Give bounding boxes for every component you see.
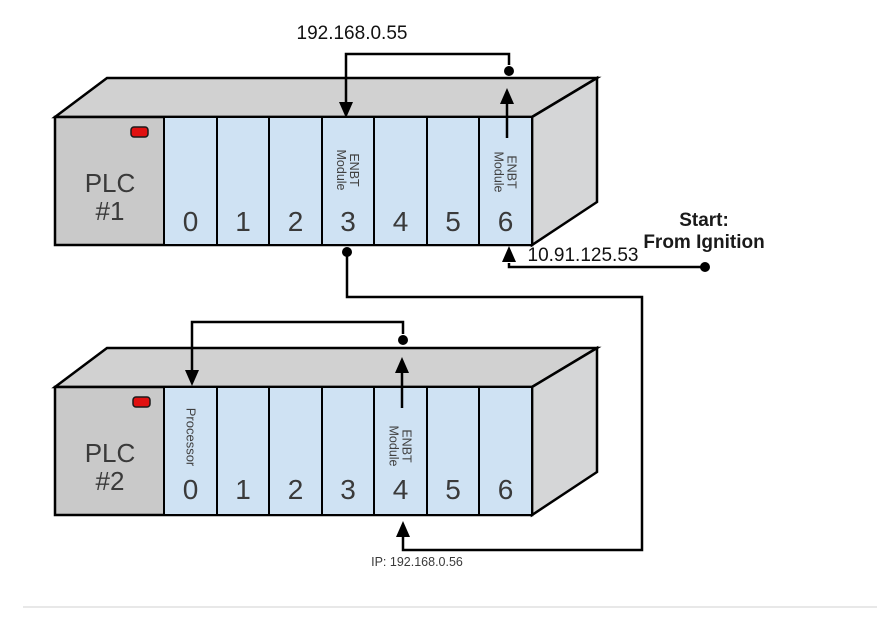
plc1-led-indicator: [130, 126, 149, 138]
plc2-title-line2: #2: [96, 466, 125, 496]
wire-ignition-path: [507, 263, 705, 269]
plc2-led-indicator: [132, 396, 151, 408]
plc2-slot-6: [478, 386, 533, 516]
plc1-slot-0-number: 0: [183, 206, 199, 237]
plc2-slot4-module-label: ENBT Module: [387, 426, 414, 467]
wire-endpoint-dot-plc1-top: [504, 66, 514, 76]
plc1-top-face: [51, 76, 602, 119]
plc2-slot-2: [268, 386, 323, 516]
start-label-line1: Start:: [679, 210, 729, 231]
plc1-slot-1: [216, 116, 270, 246]
plc2-slot4-module-line2: Module: [387, 426, 401, 467]
plc1-slot-2: [268, 116, 323, 246]
plc2-slot4-ip-label: IP: 192.168.0.56: [371, 555, 463, 569]
plc1-slot3-module-label: ENBT Module: [334, 150, 361, 191]
plc2-top-face: [51, 346, 602, 389]
arrow-up-from-plc1-slot6-icon: [500, 88, 514, 104]
plc1-slot-5-number: 5: [445, 206, 461, 237]
plc1-slot6-module-line1: ENBT: [505, 155, 519, 189]
plc2-slot0-processor-label: Processor: [184, 408, 199, 467]
plc2-slot-2-number: 2: [288, 474, 304, 505]
start-label-line2: From Ignition: [643, 232, 764, 253]
plc1-title-line1: PLC: [85, 168, 136, 198]
plc1-slot6-ip-label: 10.91.125.53: [528, 245, 639, 266]
plc1-slot-3: [321, 116, 375, 246]
plc1-slot6-module-line2: Module: [492, 152, 506, 193]
plc1-slot-1-number: 1: [235, 206, 251, 237]
wire-plc2-slot4-to-slot0: [185, 320, 409, 408]
arrow-up-from-plc2-slot4-icon: [395, 357, 409, 373]
plc2-slot-6-number: 6: [498, 474, 514, 505]
plc2-slot-5-number: 5: [445, 474, 461, 505]
plc1-slot-2-number: 2: [288, 206, 304, 237]
plc2-rack: PLC #2 0 1 2 3 4 5 6 Processor ENBT Modu…: [51, 345, 602, 518]
plc2-slot-3: [321, 386, 375, 516]
plc2-slot4-module-line1: ENBT: [400, 429, 414, 463]
plc1-slot3-ip-label: 192.168.0.55: [297, 23, 408, 44]
plc1-slot-5: [426, 116, 480, 246]
wire-plc1-slot3-to-plc2-slot4: IP: 192.168.0.56: [342, 247, 644, 569]
plc1-slot-4: [373, 116, 428, 246]
plc1-slot6-module-label: ENBT Module: [492, 152, 519, 193]
arrow-up-into-plc1-slot6-icon: [502, 246, 516, 262]
plc2-slot-4-number: 4: [393, 474, 409, 505]
plc1-slot3-module-line2: Module: [334, 150, 348, 191]
wire-plc1-top-path: [344, 52, 511, 103]
plc2-slot-1: [216, 386, 270, 516]
plc2-slot-3-number: 3: [340, 474, 356, 505]
plc1-title-line2: #1: [96, 196, 125, 226]
wire-ignition-to-plc1-slot6: 10.91.125.53 Start: From Ignition: [502, 210, 765, 272]
plc1-rack: PLC #1 0 1 2 3 4 5 6 ENBT Module ENBT Mo…: [51, 75, 602, 248]
arrow-down-into-plc2-slot0-icon: [185, 370, 199, 386]
plc1-slot-6-number: 6: [498, 206, 514, 237]
wire-endpoint-dot-plc2-top: [398, 335, 408, 345]
arrow-down-into-plc1-slot3-icon: [339, 102, 353, 118]
plc2-slot-0-number: 0: [183, 474, 199, 505]
plc2-slot0-module-label: Processor: [184, 408, 199, 467]
wire-plc2-top-path: [190, 320, 405, 372]
plc1-slot-6: [478, 116, 533, 246]
wire-interplc-path: [345, 252, 644, 552]
arrow-up-into-plc2-slot4-bottom-icon: [396, 521, 410, 537]
plc2-title-line1: PLC: [85, 438, 136, 468]
plc1-slot-4-number: 4: [393, 206, 409, 237]
plc1-slot3-module-line1: ENBT: [347, 153, 361, 187]
plc1-slot-3-number: 3: [340, 206, 356, 237]
plc2-slot-0: [163, 386, 218, 516]
plc2-slot-1-number: 1: [235, 474, 251, 505]
wire-plc1-slot6-to-slot3: 192.168.0.55: [297, 23, 514, 138]
